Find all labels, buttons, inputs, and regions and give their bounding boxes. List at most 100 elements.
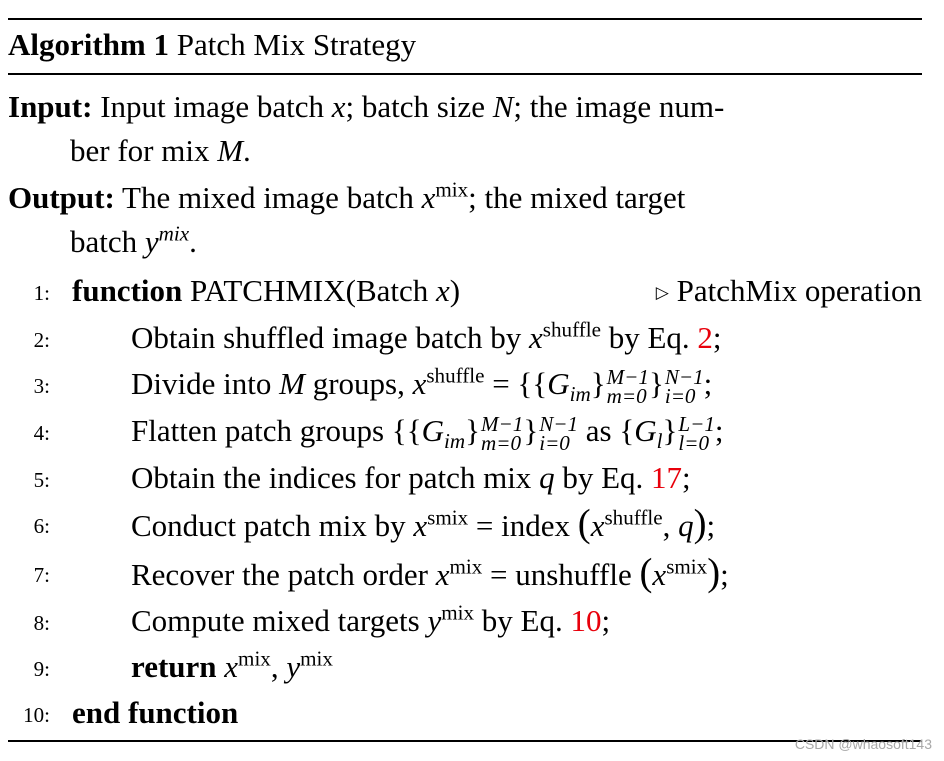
line-text: = index [468, 508, 578, 543]
input-text: ; the image num- [513, 89, 725, 124]
math-sup: mix [238, 646, 271, 671]
equation-ref-link[interactable]: 10 [570, 603, 602, 638]
math-var: x [413, 508, 428, 543]
line-text: = {{ [484, 366, 548, 401]
watermark: CSDN @whaosoft143 [794, 736, 932, 752]
algorithm-line-2: 2: Obtain shuffled image batch by xshuff… [8, 315, 922, 361]
top-rule [8, 18, 922, 20]
line-content: Conduct patch mix by xsmix = index (xshu… [131, 502, 716, 545]
algorithm-line-7: 7: Recover the patch order xmix = unshuf… [8, 550, 922, 596]
keyword: end function [72, 695, 239, 730]
math-var: x [590, 508, 605, 543]
left-paren: ( [639, 551, 653, 594]
line-number: 6: [33, 514, 50, 538]
math-var: x [529, 320, 543, 355]
line-number: 1: [33, 281, 50, 305]
line-text: ; [601, 603, 611, 638]
line-number: 3: [33, 374, 50, 398]
line-content: Obtain the indices for patch mix q by Eq… [131, 455, 691, 501]
algorithm-title: Patch Mix Strategy [176, 27, 417, 62]
math-sup: mix [158, 221, 190, 246]
math-sub: l [656, 429, 663, 454]
bottom-rule [8, 740, 922, 742]
line-text: = unshuffle [482, 557, 640, 592]
input-text: ber for mix [70, 133, 218, 168]
algorithm-line-1: 1: function PATCHMIX(Batch x) ▷ PatchMix… [8, 268, 922, 314]
line-text: Obtain the indices for patch mix [131, 460, 540, 495]
line-text: Recover the patch order [131, 557, 436, 592]
math-var: q [678, 508, 694, 543]
keyword: function [72, 273, 183, 308]
math-sup: mix [300, 646, 333, 671]
line-number: 8: [33, 611, 50, 635]
algorithm-line-6: 6: Conduct patch mix by xsmix = index (x… [8, 501, 922, 547]
left-paren: ( [577, 502, 591, 545]
math-var: G [547, 366, 570, 401]
math-var: x [435, 557, 450, 592]
algorithm-line-8: 8: Compute mixed targets ymix by Eq. 10; [8, 598, 922, 644]
line-number: 2: [33, 328, 50, 352]
output-text: . [189, 224, 197, 259]
line-text: ; [703, 366, 713, 401]
math-var: x [421, 180, 436, 215]
output-block: Output: The mixed image batch xmix; the … [8, 176, 685, 264]
output-text: ; the mixed target [468, 180, 686, 215]
line-text: ; [682, 460, 691, 495]
line-text: ; [720, 557, 729, 592]
line-text: (Batch [345, 273, 437, 308]
math-var: q [539, 460, 555, 495]
input-continuation: ber for mix M. [8, 129, 724, 173]
line-text: Conduct patch mix by [131, 508, 414, 543]
output-continuation: batch ymix. [8, 220, 685, 264]
algorithm-label: Algorithm 1 [8, 27, 170, 62]
right-paren: ) [707, 551, 721, 594]
math-var: x [331, 89, 346, 124]
algorithm-line-5: 5: Obtain the indices for patch mix q by… [8, 455, 922, 501]
line-content: end function [72, 690, 238, 736]
math-sup: smix [666, 554, 708, 579]
line-text: Flatten patch groups {{ [131, 413, 422, 448]
line-content: Recover the patch order xmix = unshuffle… [131, 550, 729, 598]
equation-ref-link[interactable]: 17 [651, 460, 682, 495]
right-paren: ) [693, 502, 707, 545]
line-text: Divide into [131, 366, 280, 401]
math-var: x [224, 649, 239, 684]
output-text: The mixed image batch [122, 180, 422, 215]
math-var: x [436, 273, 450, 308]
line-content: function PATCHMIX(Batch x) [72, 268, 460, 314]
math-var: M [217, 133, 244, 168]
math-sup: mix [435, 177, 469, 202]
comment-triangle-icon: ▷ [655, 283, 669, 302]
equation-ref-link[interactable]: 2 [697, 320, 713, 355]
math-sup: smix [427, 505, 469, 530]
line-comment: ▷ PatchMix operation [656, 268, 922, 316]
line-text: as { [578, 413, 635, 448]
input-block: Input: Input image batch x; batch size N… [8, 85, 724, 173]
output-text: batch [70, 224, 145, 259]
math-sup: mix [449, 554, 483, 579]
line-number: 5: [33, 468, 50, 492]
line-number: 9: [33, 657, 50, 681]
keyword: return [131, 649, 217, 684]
math-var: G [421, 413, 445, 448]
math-var: M [279, 366, 305, 401]
math-sub: im [569, 382, 591, 407]
math-sup: mix [441, 600, 475, 625]
line-text: Compute mixed targets [131, 603, 428, 638]
algorithm-line-9: 9: return xmix, ymix [8, 644, 922, 690]
math-sup: shuffle [426, 363, 485, 388]
input-text: Input image batch [100, 89, 332, 124]
math-var: G [634, 413, 657, 448]
line-number: 10: [23, 703, 50, 727]
line-number: 4: [33, 421, 50, 445]
line-text: ; [712, 320, 722, 355]
line-number: 7: [33, 563, 50, 587]
line-content: Compute mixed targets ymix by Eq. 10; [131, 598, 610, 644]
line-text: by Eq. [474, 603, 571, 638]
math-sup: shuffle [542, 317, 601, 342]
